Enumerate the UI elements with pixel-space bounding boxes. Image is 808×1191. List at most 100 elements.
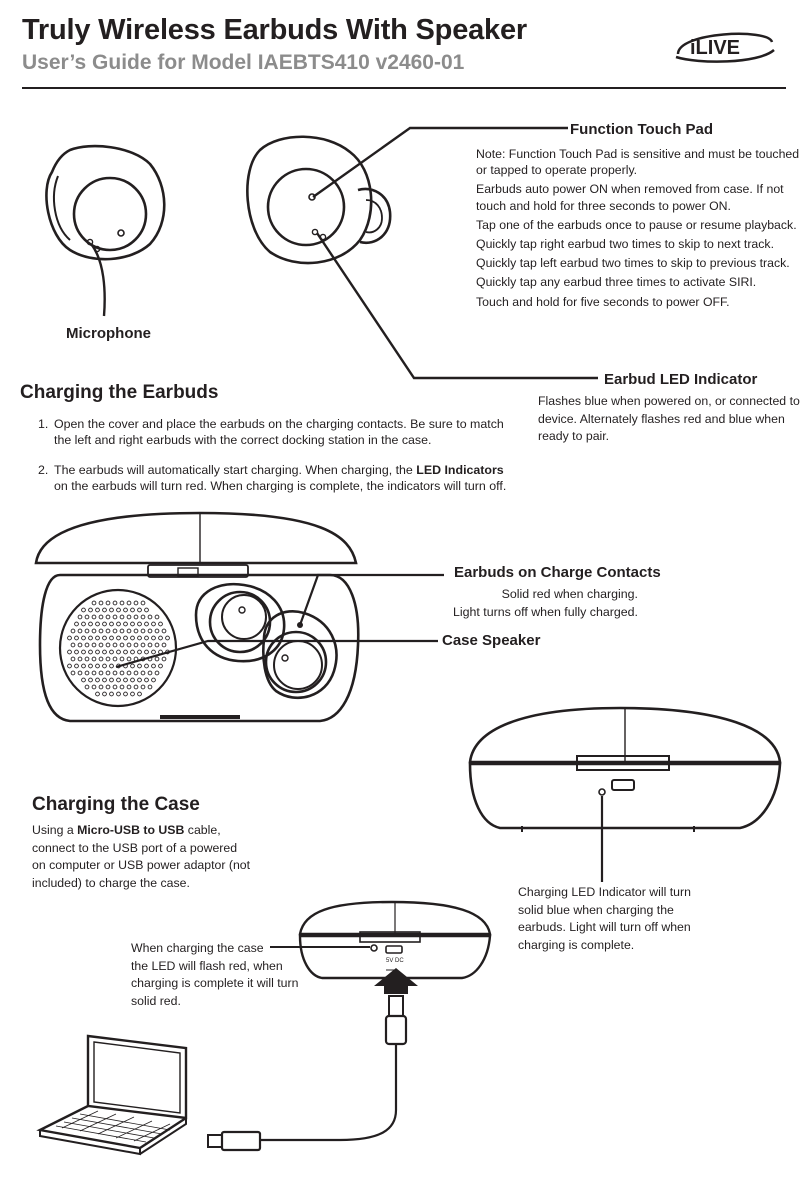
speaker-hole bbox=[158, 649, 163, 655]
speaker-hole bbox=[77, 628, 83, 634]
speaker-hole bbox=[140, 600, 146, 606]
speaker-hole bbox=[119, 628, 125, 634]
speaker-hole bbox=[119, 684, 125, 690]
speaker-hole bbox=[74, 649, 79, 655]
led-indicator-label: Earbud LED Indicator bbox=[604, 371, 758, 388]
speaker-hole bbox=[137, 663, 142, 669]
case-led-notes: Charging LED Indicator will turn solid b… bbox=[518, 884, 691, 954]
flash-notes: When charging the case the LED will flas… bbox=[131, 940, 298, 1010]
step-bold: LED Indicators bbox=[416, 463, 504, 477]
note-line: charging is complete. bbox=[518, 937, 635, 952]
step-text: The earbuds will automatically start cha… bbox=[54, 463, 417, 477]
speaker-hole bbox=[140, 670, 146, 676]
speaker-hole bbox=[67, 635, 72, 641]
speaker-hole bbox=[154, 628, 160, 634]
step-item: 1. Open the cover and place the earbuds … bbox=[20, 416, 510, 448]
speaker-hole bbox=[77, 670, 83, 676]
note-line: device. Alternately flashes red and blue… bbox=[538, 411, 785, 426]
speaker-hole bbox=[105, 656, 111, 662]
left-earbud bbox=[45, 144, 166, 261]
speaker-hole bbox=[112, 628, 118, 634]
speaker-hole bbox=[151, 635, 156, 641]
port-label: 5V DC bbox=[386, 958, 404, 964]
speaker-hole bbox=[144, 677, 149, 683]
speaker-hole bbox=[140, 684, 146, 690]
ilive-logo: iLIVE bbox=[675, 32, 775, 63]
speaker-hole bbox=[151, 621, 156, 627]
note-line: When charging the case bbox=[131, 941, 264, 955]
speaker-hole bbox=[112, 684, 118, 690]
note-line: Quickly tap any earbud three times to ac… bbox=[476, 275, 757, 290]
speaker-hole bbox=[102, 649, 107, 655]
speaker-hole bbox=[105, 642, 111, 648]
speaker-hole bbox=[81, 607, 86, 613]
note-line: earbuds. Light will turn off when bbox=[518, 920, 691, 934]
note-line: charging is complete it will turn bbox=[131, 976, 299, 990]
speaker-hole bbox=[116, 663, 121, 669]
intro-line: connect to the USB port of a powered bbox=[32, 840, 238, 855]
speaker-hole bbox=[123, 691, 128, 697]
speaker-hole bbox=[130, 621, 135, 627]
speaker-hole bbox=[84, 684, 90, 690]
speaker-hole bbox=[84, 628, 90, 634]
speaker-hole bbox=[91, 614, 97, 620]
speaker-hole bbox=[140, 614, 146, 620]
speaker-hole bbox=[144, 607, 149, 613]
speaker-hole bbox=[74, 635, 79, 641]
speaker-hole bbox=[91, 628, 97, 634]
speaker-hole bbox=[91, 600, 97, 606]
speaker-hole bbox=[133, 684, 139, 690]
speaker-hole bbox=[95, 691, 100, 697]
speaker-hole bbox=[137, 635, 142, 641]
speaker-hole bbox=[151, 663, 156, 669]
speaker-hole bbox=[140, 656, 146, 662]
speaker-hole bbox=[158, 621, 163, 627]
header-divider bbox=[22, 87, 786, 89]
speaker-hole bbox=[165, 635, 170, 641]
speaker-hole bbox=[112, 656, 118, 662]
speaker-hole bbox=[98, 684, 104, 690]
speaker-hole bbox=[147, 628, 153, 634]
speaker-hole bbox=[126, 600, 132, 606]
step-item: 2. The earbuds will automatically start … bbox=[20, 462, 510, 494]
speaker-hole bbox=[91, 642, 97, 648]
speaker-hole bbox=[126, 642, 132, 648]
intro-text: Using a bbox=[32, 823, 78, 837]
usb-charging-illustration: 5V DC bbox=[36, 900, 492, 1156]
speaker-hole bbox=[98, 656, 104, 662]
speaker-hole bbox=[116, 649, 121, 655]
speaker-hole bbox=[95, 677, 100, 683]
speaker-hole bbox=[119, 670, 125, 676]
charge-contacts-label: Earbuds on Charge Contacts bbox=[454, 564, 661, 581]
speaker-hole bbox=[84, 656, 90, 662]
speaker-hole bbox=[88, 649, 93, 655]
speaker-hole bbox=[130, 691, 135, 697]
speaker-hole bbox=[105, 600, 111, 606]
note-line: solid blue when charging the bbox=[518, 902, 674, 917]
speaker-hole bbox=[105, 684, 111, 690]
right-led-dot bbox=[311, 228, 319, 236]
closed-case-illustration bbox=[468, 706, 782, 882]
speaker-hole bbox=[88, 621, 93, 627]
note-line: Quickly tap right earbud two times to sk… bbox=[476, 237, 774, 252]
speaker-hole bbox=[161, 628, 167, 634]
speaker-hole bbox=[123, 621, 128, 627]
case-speaker-grill bbox=[58, 588, 178, 708]
speaker-hole bbox=[123, 635, 128, 641]
speaker-hole bbox=[81, 621, 86, 627]
contacts-leader bbox=[298, 573, 444, 626]
speaker-hole bbox=[95, 607, 100, 613]
speaker-hole bbox=[102, 621, 107, 627]
speaker-hole bbox=[119, 642, 125, 648]
function-touch-pad-label: Function Touch Pad bbox=[570, 121, 714, 138]
speaker-hole bbox=[137, 607, 142, 613]
speaker-hole bbox=[112, 670, 118, 676]
note-line: Flashes blue when powered on, or connect… bbox=[538, 394, 800, 408]
speaker-hole bbox=[154, 614, 160, 620]
step-text: Open the cover and place the earbuds on … bbox=[54, 417, 504, 447]
speaker-hole bbox=[151, 649, 156, 655]
note-line: Touch and hold for five seconds to power… bbox=[476, 294, 730, 309]
note-line: Tap one of the earbuds once to pause or … bbox=[476, 217, 797, 232]
speaker-hole bbox=[158, 663, 163, 669]
intro-bold: Micro-USB to USB bbox=[77, 823, 185, 837]
